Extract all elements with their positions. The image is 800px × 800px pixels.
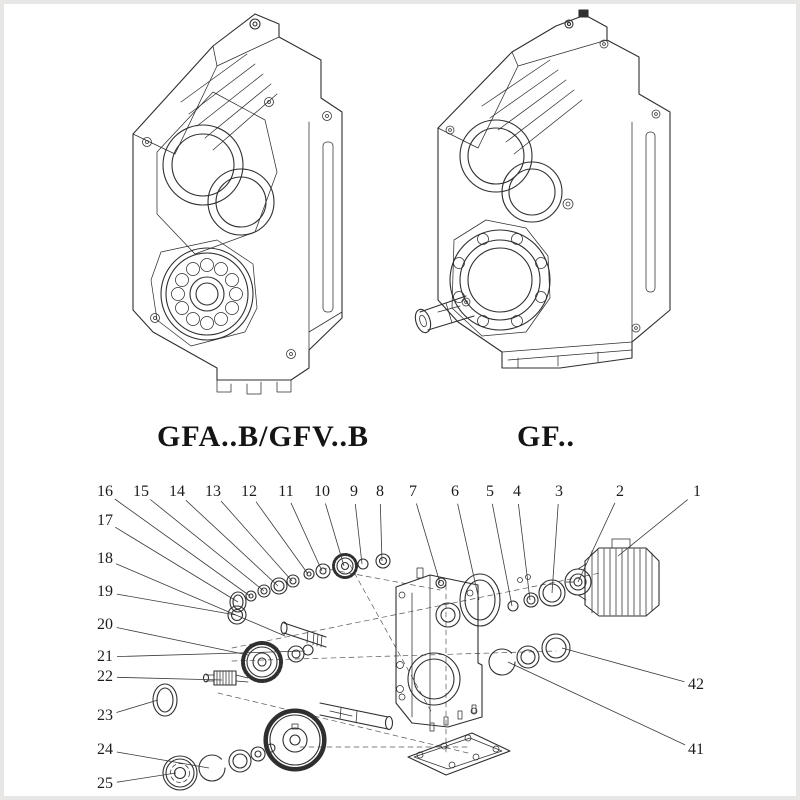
- callout-15: 15: [133, 483, 149, 500]
- callout-5: 5: [486, 483, 494, 500]
- callout-2: 2: [616, 483, 624, 500]
- callout-4: 4: [513, 483, 521, 500]
- callout-14: 14: [169, 483, 185, 500]
- callout-20: 20: [97, 616, 113, 633]
- callout-13: 13: [205, 483, 221, 500]
- callout-16: 16: [97, 483, 113, 500]
- figure-label-right: GF..: [517, 420, 575, 453]
- callout-22: 22: [97, 668, 113, 685]
- figure-label-left: GFA..B/GFV..B: [157, 420, 369, 453]
- callout-9: 9: [350, 483, 358, 500]
- callout-25: 25: [97, 775, 113, 792]
- callout-1: 1: [693, 483, 701, 500]
- callout-24: 24: [97, 741, 113, 758]
- gearbox-drawing-left: [132, 13, 343, 395]
- callout-23: 23: [97, 707, 113, 724]
- callout-11: 11: [278, 483, 294, 500]
- callout-21: 21: [97, 648, 113, 665]
- callout-19: 19: [97, 583, 113, 600]
- callout-10: 10: [314, 483, 330, 500]
- gearbox-drawing-right: [414, 9, 671, 369]
- callout-42: 42: [688, 676, 704, 693]
- callout-3: 3: [555, 483, 563, 500]
- callout-12: 12: [241, 483, 257, 500]
- callout-6: 6: [451, 483, 459, 500]
- callout-18: 18: [97, 550, 113, 567]
- callout-8: 8: [376, 483, 384, 500]
- callout-7: 7: [409, 483, 417, 500]
- callout-17: 17: [97, 512, 113, 529]
- exploded-view-drawing: [152, 538, 660, 791]
- callout-41: 41: [688, 741, 704, 758]
